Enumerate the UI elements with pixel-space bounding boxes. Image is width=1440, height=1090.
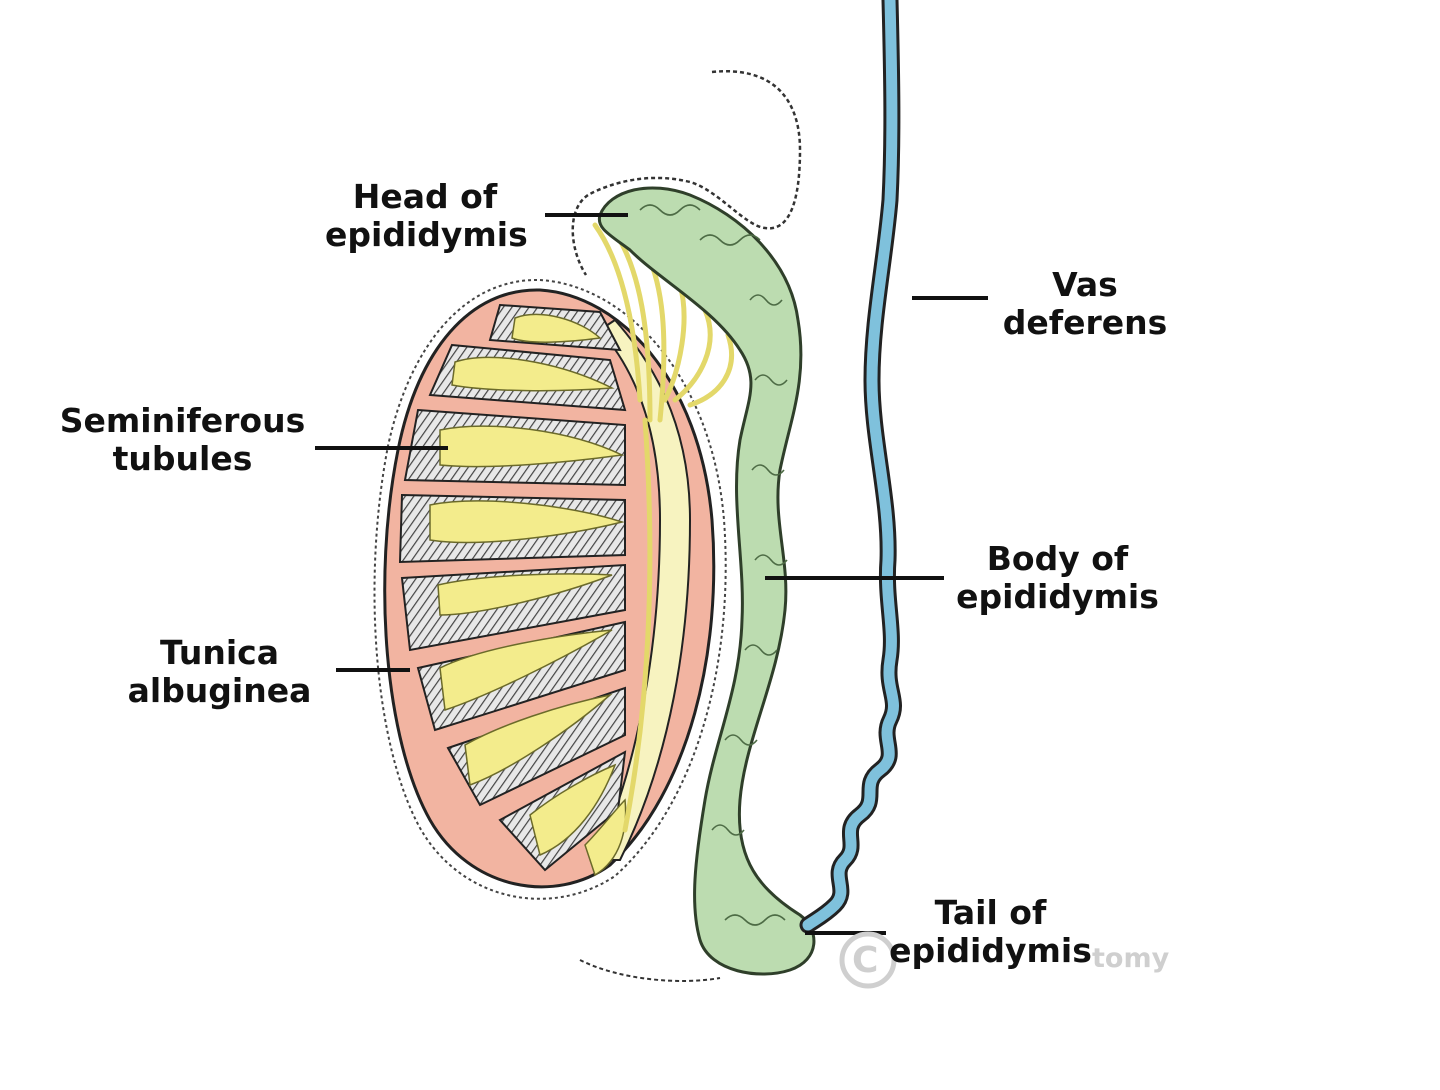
label-seminiferous-tubules: Seminiferous tubules bbox=[55, 402, 310, 478]
watermark-text: tomy bbox=[1092, 943, 1169, 974]
label-tunica-line-1: Tunica bbox=[122, 634, 317, 672]
label-head-of-epididymis: Head of epididymis bbox=[325, 178, 525, 254]
label-head-line-2: epididymis bbox=[325, 216, 525, 254]
label-vas-deferens: Vas deferens bbox=[1000, 266, 1170, 342]
label-tunica-line-2: albuginea bbox=[122, 672, 317, 710]
label-tail-line-2: epididymis bbox=[888, 932, 1093, 970]
label-body-line-2: epididymis bbox=[955, 578, 1160, 616]
label-body-of-epididymis: Body of epididymis bbox=[955, 540, 1160, 616]
label-body-line-1: Body of bbox=[955, 540, 1160, 578]
label-head-line-1: Head of bbox=[325, 178, 525, 216]
vas-deferens-fill bbox=[808, 0, 894, 925]
scrotal-outline bbox=[580, 960, 720, 981]
label-tail-of-epididymis: Tail of epididymis bbox=[888, 894, 1093, 970]
label-vas-line-1: Vas bbox=[1000, 266, 1170, 304]
testis bbox=[374, 225, 731, 899]
label-seminiferous-line-2: tubules bbox=[55, 440, 310, 478]
copyright-symbol: C bbox=[852, 940, 878, 981]
label-seminiferous-line-1: Seminiferous bbox=[55, 402, 310, 440]
label-tail-line-1: Tail of bbox=[888, 894, 1093, 932]
label-vas-line-2: deferens bbox=[1000, 304, 1170, 342]
label-tunica-albuginea: Tunica albuginea bbox=[122, 634, 317, 710]
